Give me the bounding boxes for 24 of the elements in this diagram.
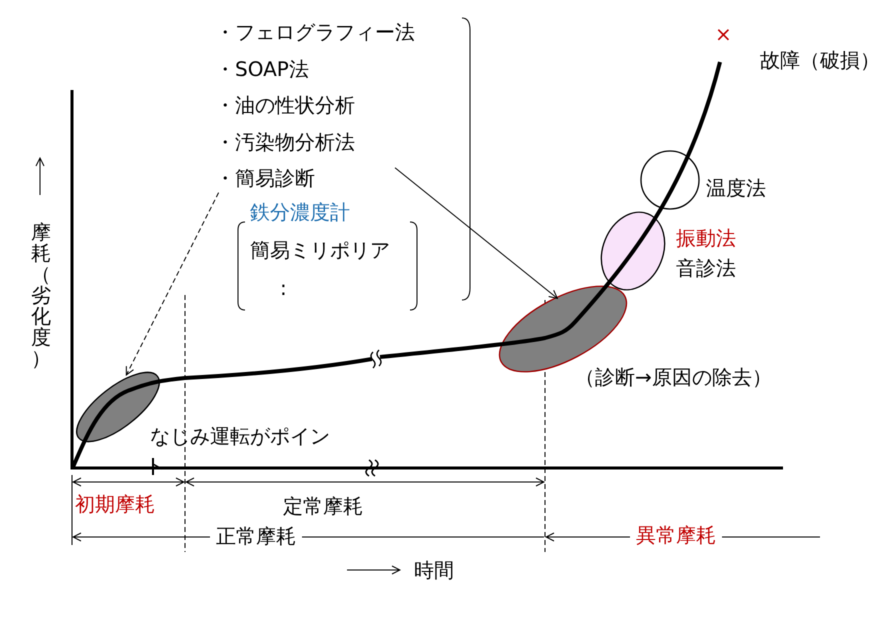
list-item: 鉄分濃度計 [250, 200, 350, 224]
list-item: 簡易ミリポリア [250, 238, 390, 262]
list-item: : [280, 276, 287, 300]
method-label: （診断→原因の除去） [575, 365, 772, 389]
phase-label: 異常摩耗 [630, 523, 722, 547]
list-item: ・汚染物分析法 [215, 130, 355, 154]
axis-title: 摩耗（劣化度） [31, 222, 52, 369]
list-item: ・油の性状分析 [215, 93, 355, 117]
ellipse-marker [598, 209, 668, 293]
circle-marker [640, 148, 700, 212]
arrow [126, 192, 220, 376]
list-item: ・簡易診断 [215, 166, 315, 190]
failure-mark: × [715, 22, 732, 46]
method-label: 音診法 [676, 256, 736, 280]
method-label: 振動法 [676, 226, 736, 250]
phase-label: 定常摩耗 [283, 494, 363, 518]
arrow [394, 167, 558, 299]
phase-label: 初期摩耗 [75, 492, 155, 516]
failure-label: 故障（破損） [760, 48, 880, 72]
method-label: 温度法 [706, 176, 766, 200]
axis-title: 時間 [414, 558, 454, 582]
list-item: ・SOAP法 [215, 56, 309, 80]
phase-label: 正常摩耗 [210, 524, 302, 548]
list-item: ・フェログラフィー法 [215, 20, 415, 44]
